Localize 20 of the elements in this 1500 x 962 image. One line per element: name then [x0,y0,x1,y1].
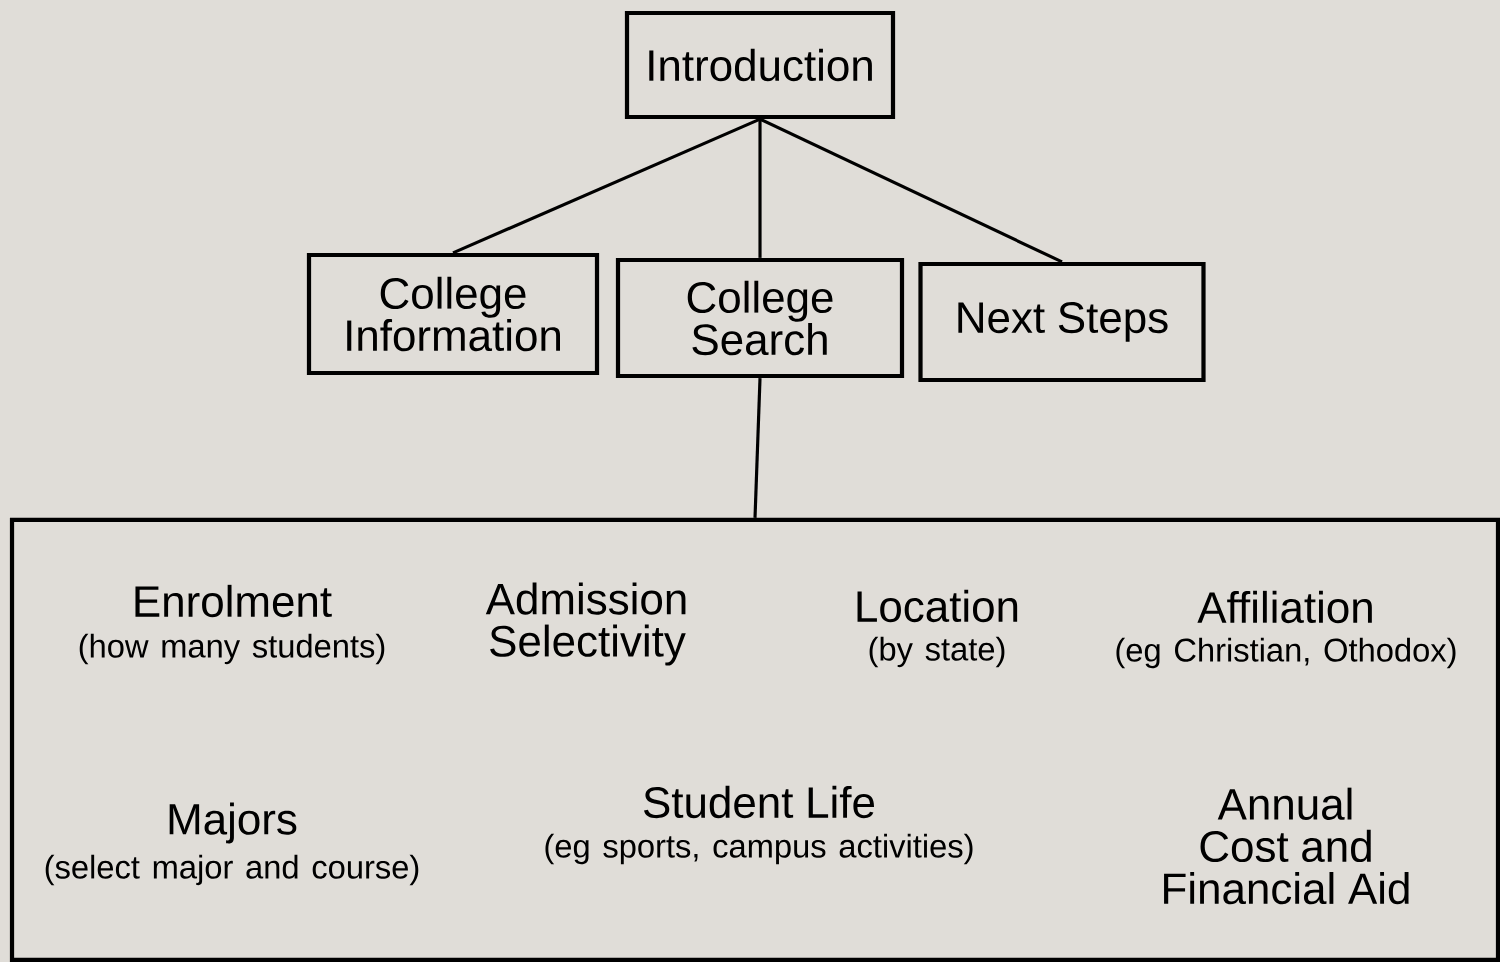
topic-heading: Location [857,589,1018,623]
topic-box: College Search [615,257,905,379]
topic-heading: Affiliation [1197,590,1372,624]
topic-heading: Student Life [644,785,874,819]
topic-heading: Enrolment [135,584,332,618]
topic-heading: Majors [169,802,297,844]
topic-heading: Admission Selectivity [485,582,686,666]
topic-note: (eg sports, campus activities) [545,833,973,865]
connector-line [758,119,762,258]
topic-note: (select major and course) [45,854,419,886]
topic-note: (eg Christian, Othodox) [1116,637,1456,669]
connector-line [759,117,1063,264]
topic-box: Next Steps [918,261,1206,383]
topic-note: (how many students) [79,633,385,665]
connector-line [753,378,762,518]
topic-note: (by state) [869,636,1005,668]
topic-box: Introduction [624,10,896,120]
topic-box: College Information [306,252,600,376]
topic-heading: Annual Cost and Financial Aid [1164,787,1409,905]
connector-line [452,117,761,255]
